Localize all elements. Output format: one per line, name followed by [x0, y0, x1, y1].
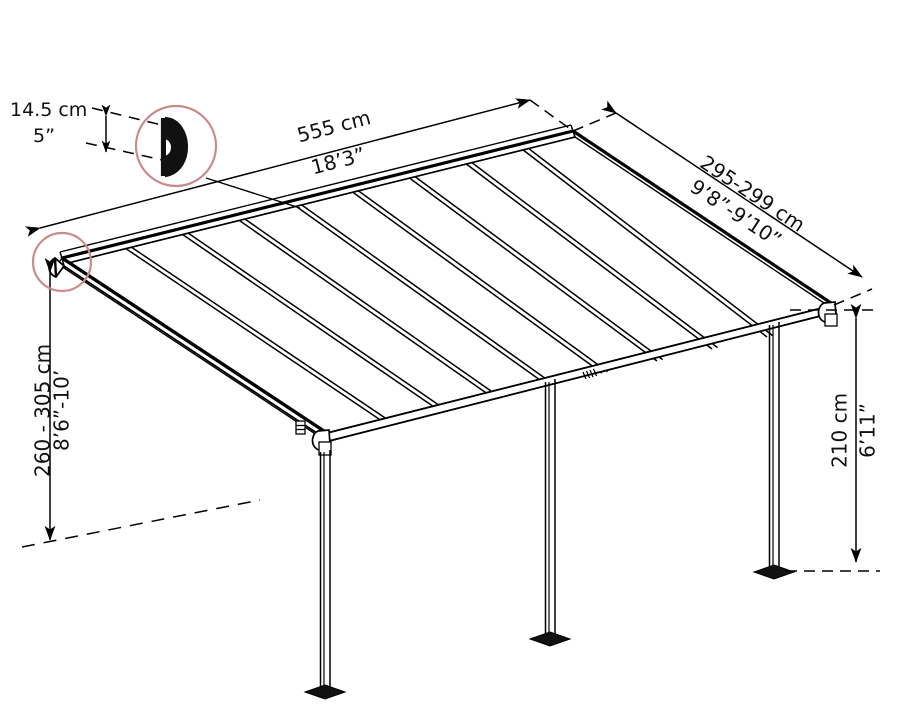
support-post-middle: [528, 379, 572, 647]
ground-line: [21, 499, 261, 548]
beam-coupler: [582, 368, 598, 380]
front-height-dimension-cm: 210 cm: [827, 392, 852, 468]
gutter-bracket: [295, 420, 306, 435]
dimension-depth: [572, 100, 873, 306]
profile-dimension-cm: 14.5 cm: [10, 99, 88, 121]
wall-height-dimension-in: 8’6”-10’: [49, 369, 74, 452]
profile-dimension-in: 5”: [33, 125, 55, 147]
corner-connector-left: [48, 256, 66, 279]
profile-callout: [31, 104, 301, 293]
front-height-dimension-in: 6’11”: [855, 402, 880, 458]
dimension-width: [24, 98, 574, 237]
support-post-left: [303, 429, 347, 700]
support-post-right: [752, 301, 838, 580]
dimension-front-height: [786, 303, 880, 572]
